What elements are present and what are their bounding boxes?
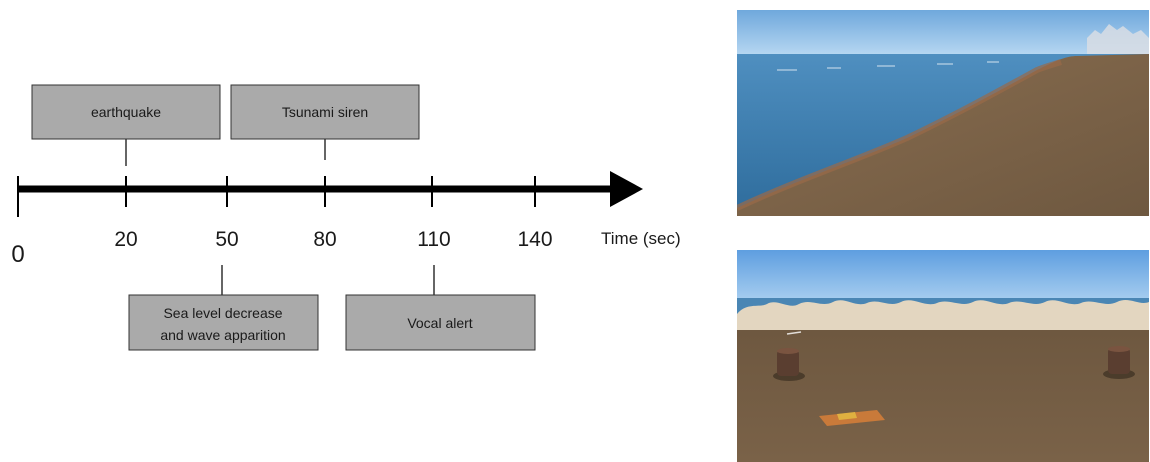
tick-label-140: 140 — [517, 228, 552, 251]
axis-title: Time (sec) — [601, 229, 681, 248]
time-axis-arrowhead — [610, 171, 643, 207]
incoming-wave — [737, 300, 1149, 334]
tick-label-20: 20 — [114, 228, 137, 251]
tick-label-110: 110 — [417, 228, 450, 251]
beach-sand — [737, 330, 1149, 462]
bollard-right-top — [1108, 346, 1130, 352]
distant-cliffs — [1087, 24, 1149, 54]
event-label-vocal-alert: Vocal alert — [407, 315, 472, 331]
event-label-earthquake: earthquake — [91, 104, 161, 120]
wave-foam — [777, 61, 999, 71]
scene-image-beach — [737, 250, 1149, 462]
time-axis — [17, 171, 643, 217]
event-label-sea-level-line1: Sea level decrease — [163, 305, 282, 321]
event-sea-level-decrease: Sea level decrease and wave apparition — [128, 265, 319, 351]
event-box-tsunami-siren — [230, 84, 420, 140]
beach-sand — [737, 54, 1149, 216]
sky — [737, 10, 1149, 56]
event-box-vocal-alert — [345, 294, 536, 351]
event-box-earthquake — [31, 84, 221, 140]
beach-scene — [737, 250, 1149, 462]
timeline-diagram: earthquake Tsunami siren 0 20 50 80 110 … — [11, 84, 681, 351]
tick-label-50: 50 — [215, 228, 238, 251]
foam-fleck — [786, 331, 802, 335]
shoreline-scene — [737, 10, 1149, 216]
event-tsunami-siren: Tsunami siren — [230, 84, 420, 160]
event-box-sea-level — [128, 294, 319, 351]
event-earthquake: earthquake — [31, 84, 221, 166]
scene-image-shoreline — [737, 10, 1149, 216]
bollard-left-top — [777, 348, 799, 354]
wet-shoreline — [737, 59, 1062, 211]
sky — [737, 250, 1149, 302]
bollard-left — [777, 350, 799, 376]
event-vocal-alert: Vocal alert — [345, 265, 536, 351]
bollard-right — [1108, 348, 1130, 374]
tick-label-80: 80 — [313, 228, 336, 251]
beach-towel-pattern — [837, 412, 857, 420]
tick-label-0: 0 — [11, 241, 24, 268]
event-label-sea-level-line2: and wave apparition — [160, 327, 285, 343]
event-label-tsunami-siren: Tsunami siren — [282, 104, 368, 120]
